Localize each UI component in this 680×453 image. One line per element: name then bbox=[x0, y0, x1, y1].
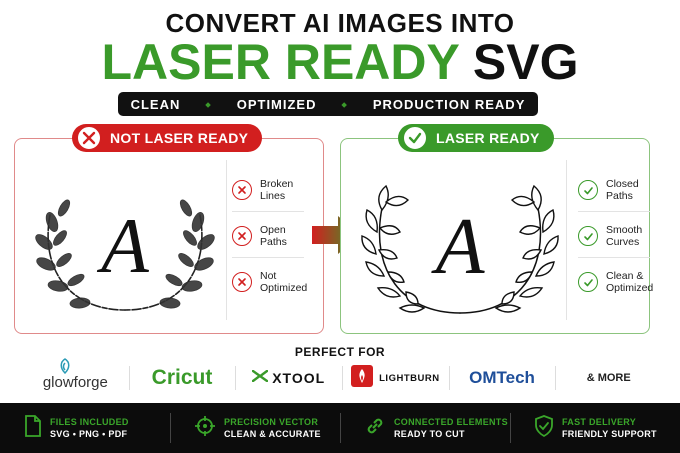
feature-pill-bar: CLEAN ⬩ OPTIMIZED ⬩ PRODUCTION READY bbox=[118, 92, 538, 116]
brand-omtech: OMTech bbox=[448, 362, 556, 394]
footer-item-title: FILES INCLUDED bbox=[50, 417, 129, 427]
feature-label: Closed Paths bbox=[606, 178, 639, 202]
brand-cricut: Cricut bbox=[128, 362, 236, 394]
footer-item-sub: CLEAN & ACCURATE bbox=[224, 429, 321, 439]
feature-divider bbox=[578, 257, 650, 258]
brand-more: & MORE bbox=[555, 362, 662, 394]
laser-ready-tag: LASER READY bbox=[398, 124, 554, 152]
brand-label: Cricut bbox=[151, 366, 213, 389]
panel-divider bbox=[566, 160, 567, 320]
headline-top: CONVERT AI IMAGES INTO bbox=[165, 8, 515, 38]
brand-label: XTOOL bbox=[272, 370, 326, 386]
crosshair-icon bbox=[194, 415, 216, 442]
feature-label: Smooth Curves bbox=[606, 224, 643, 248]
feature-not-optimized: Not Optimized bbox=[232, 270, 316, 294]
checkmark-icon bbox=[578, 272, 598, 292]
footer-item-title: CONNECTED ELEMENTS bbox=[394, 417, 508, 427]
checkmark-icon bbox=[402, 125, 428, 151]
file-icon bbox=[24, 414, 42, 442]
x-icon bbox=[76, 125, 102, 151]
brand-label: OMTech bbox=[469, 368, 535, 387]
checkmark-icon bbox=[578, 180, 598, 200]
not-laser-ready-label: NOT LASER READY bbox=[110, 130, 249, 146]
rough-wreath-illustration: A bbox=[35, 199, 215, 311]
pill-separator-dot: ⬩ bbox=[205, 95, 212, 112]
monogram-letter: A bbox=[96, 202, 149, 289]
x-icon bbox=[232, 226, 252, 246]
feature-broken-lines: Broken Lines bbox=[232, 178, 316, 202]
footer-item-sub: SVG • PNG • PDF bbox=[50, 429, 128, 439]
x-icon bbox=[232, 180, 252, 200]
footer-item-sub: FRIENDLY SUPPORT bbox=[562, 429, 657, 439]
brand-logo-row: glowforge Cricut XTOOL LIGHTBURN OMTech … bbox=[22, 358, 662, 394]
footer-precision-vector: PRECISION VECTOR CLEAN & ACCURATE bbox=[170, 403, 340, 453]
not-laser-ready-tag: NOT LASER READY bbox=[72, 124, 263, 152]
chain-link-icon bbox=[364, 415, 386, 442]
laser-ready-panel bbox=[340, 138, 650, 334]
footer-connected-elements: CONNECTED ELEMENTS READY TO CUT bbox=[340, 403, 510, 453]
headline-black-text: SVG bbox=[472, 34, 579, 90]
clean-wreath-illustration: A bbox=[361, 184, 559, 314]
shield-check-icon bbox=[534, 414, 554, 442]
feature-divider bbox=[232, 211, 304, 212]
feature-divider bbox=[578, 211, 650, 212]
pill-production-ready: PRODUCTION READY bbox=[372, 96, 526, 112]
footer-item-title: PRECISION VECTOR bbox=[224, 417, 319, 427]
footer-bar: FILES INCLUDED SVG • PNG • PDF PRECISION… bbox=[0, 403, 680, 453]
brand-glowforge: glowforge bbox=[22, 358, 129, 394]
feature-label: Broken Lines bbox=[260, 178, 294, 202]
feature-closed-paths: Closed Paths bbox=[578, 178, 658, 202]
brand-label: & MORE bbox=[586, 372, 631, 384]
headline-green-text: LASER READY bbox=[101, 34, 459, 90]
brand-label: LIGHTBURN bbox=[379, 372, 440, 384]
laser-ready-label: LASER READY bbox=[436, 130, 540, 146]
brand-xtool: XTOOL bbox=[235, 362, 342, 394]
brand-label: glowforge bbox=[42, 373, 108, 391]
brand-lightburn: LIGHTBURN bbox=[342, 362, 449, 394]
xtool-logo-icon bbox=[251, 369, 269, 387]
pill-optimized: OPTIMIZED bbox=[236, 96, 317, 112]
panel-divider bbox=[226, 160, 227, 320]
feature-open-paths: Open Paths bbox=[232, 224, 300, 248]
footer-files-included: FILES INCLUDED SVG • PNG • PDF bbox=[0, 403, 170, 453]
monogram-letter: A bbox=[431, 203, 486, 291]
feature-label: Open Paths bbox=[260, 224, 287, 248]
footer-item-sub: READY TO CUT bbox=[394, 429, 465, 439]
pill-clean: CLEAN bbox=[130, 96, 181, 112]
feature-label: Not Optimized bbox=[260, 270, 308, 294]
footer-item-title: FAST DELIVERY bbox=[562, 417, 637, 427]
checkmark-icon bbox=[578, 226, 598, 246]
lightburn-flame-icon bbox=[351, 364, 374, 392]
feature-label: Clean & Optimized bbox=[606, 270, 654, 294]
feature-smooth-curves: Smooth Curves bbox=[578, 224, 658, 248]
feature-clean-optimized: Clean & Optimized bbox=[578, 270, 664, 294]
x-icon bbox=[232, 272, 252, 292]
feature-divider bbox=[232, 257, 304, 258]
perfect-for-title: PERFECT FOR bbox=[294, 345, 386, 359]
glowforge-logo-icon bbox=[58, 358, 72, 379]
footer-fast-delivery: FAST DELIVERY FRIENDLY SUPPORT bbox=[510, 403, 680, 453]
pill-separator-dot: ⬩ bbox=[341, 95, 348, 112]
headline-main: LASER READY SVG bbox=[0, 34, 680, 90]
